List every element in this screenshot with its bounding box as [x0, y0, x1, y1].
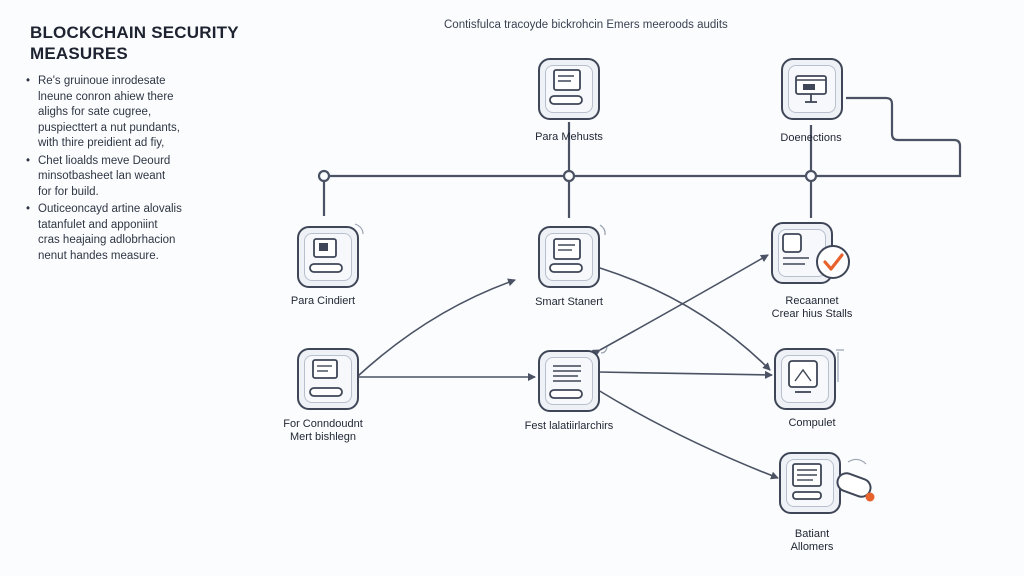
bullet-item: Outiceoncayd artine alovalis tatanfulet … [26, 202, 226, 264]
arrow-smart-to-compulet [592, 262, 771, 371]
node-label: Batiant Allomers [790, 528, 834, 553]
node-row2-left[interactable] [297, 226, 359, 288]
node-bottom-right[interactable] [779, 452, 875, 514]
arrow-fest-to-batiant [589, 382, 779, 480]
node-label: For Conndoudnt Mert bishlegn [283, 418, 363, 443]
database-key-icon [792, 463, 875, 502]
verified-check-icon [782, 233, 850, 279]
node-row2-right[interactable] [771, 222, 850, 284]
node-label: Para Cindiert [290, 295, 356, 307]
node-top-left[interactable] [538, 58, 600, 120]
horizontal-bus-line [324, 96, 962, 178]
message-icon [309, 359, 343, 397]
bus-junction [804, 169, 818, 183]
arrow-fest-to-compulet [590, 367, 773, 379]
node-row3-left[interactable] [297, 348, 359, 410]
node-row2-mid[interactable] [538, 226, 600, 288]
arrow-left-to-smart [357, 278, 516, 377]
document-icon [549, 69, 583, 105]
node-label: Compulet [788, 417, 836, 429]
test-list-icon [549, 365, 583, 399]
node-row3-right[interactable] [774, 348, 836, 410]
bullet-item: Chet lioalds meve Deourd minsotbasheet l… [26, 154, 226, 201]
description-list: Re's gruinoue inrodesate lneune conron a… [26, 74, 226, 266]
node-top-right[interactable] [781, 58, 843, 120]
bus-junction [562, 169, 576, 183]
bus-junction [317, 169, 331, 183]
node-label: Smart Stanert [535, 296, 603, 308]
node-label: Para Mehusts [535, 131, 603, 143]
smart-contract-icon [549, 238, 583, 273]
computer-icon [788, 360, 818, 393]
bullet-item: Re's gruinoue inrodesate lneune conron a… [26, 74, 226, 152]
node-label: Fest lalatiirlarchirs [524, 420, 614, 432]
node-label: Recaannet Crear hius Stalls [771, 295, 853, 320]
node-row3-mid[interactable] [538, 350, 600, 412]
printer-icon [309, 238, 343, 273]
node-label: Doenections [780, 132, 842, 144]
page-title: BLOCKCHAIN SECURITY MEASURES [30, 23, 239, 63]
presentation-board-icon [795, 75, 827, 103]
diagram-caption: Contisfulca tracoyde bickrohcin Emers me… [444, 19, 728, 31]
